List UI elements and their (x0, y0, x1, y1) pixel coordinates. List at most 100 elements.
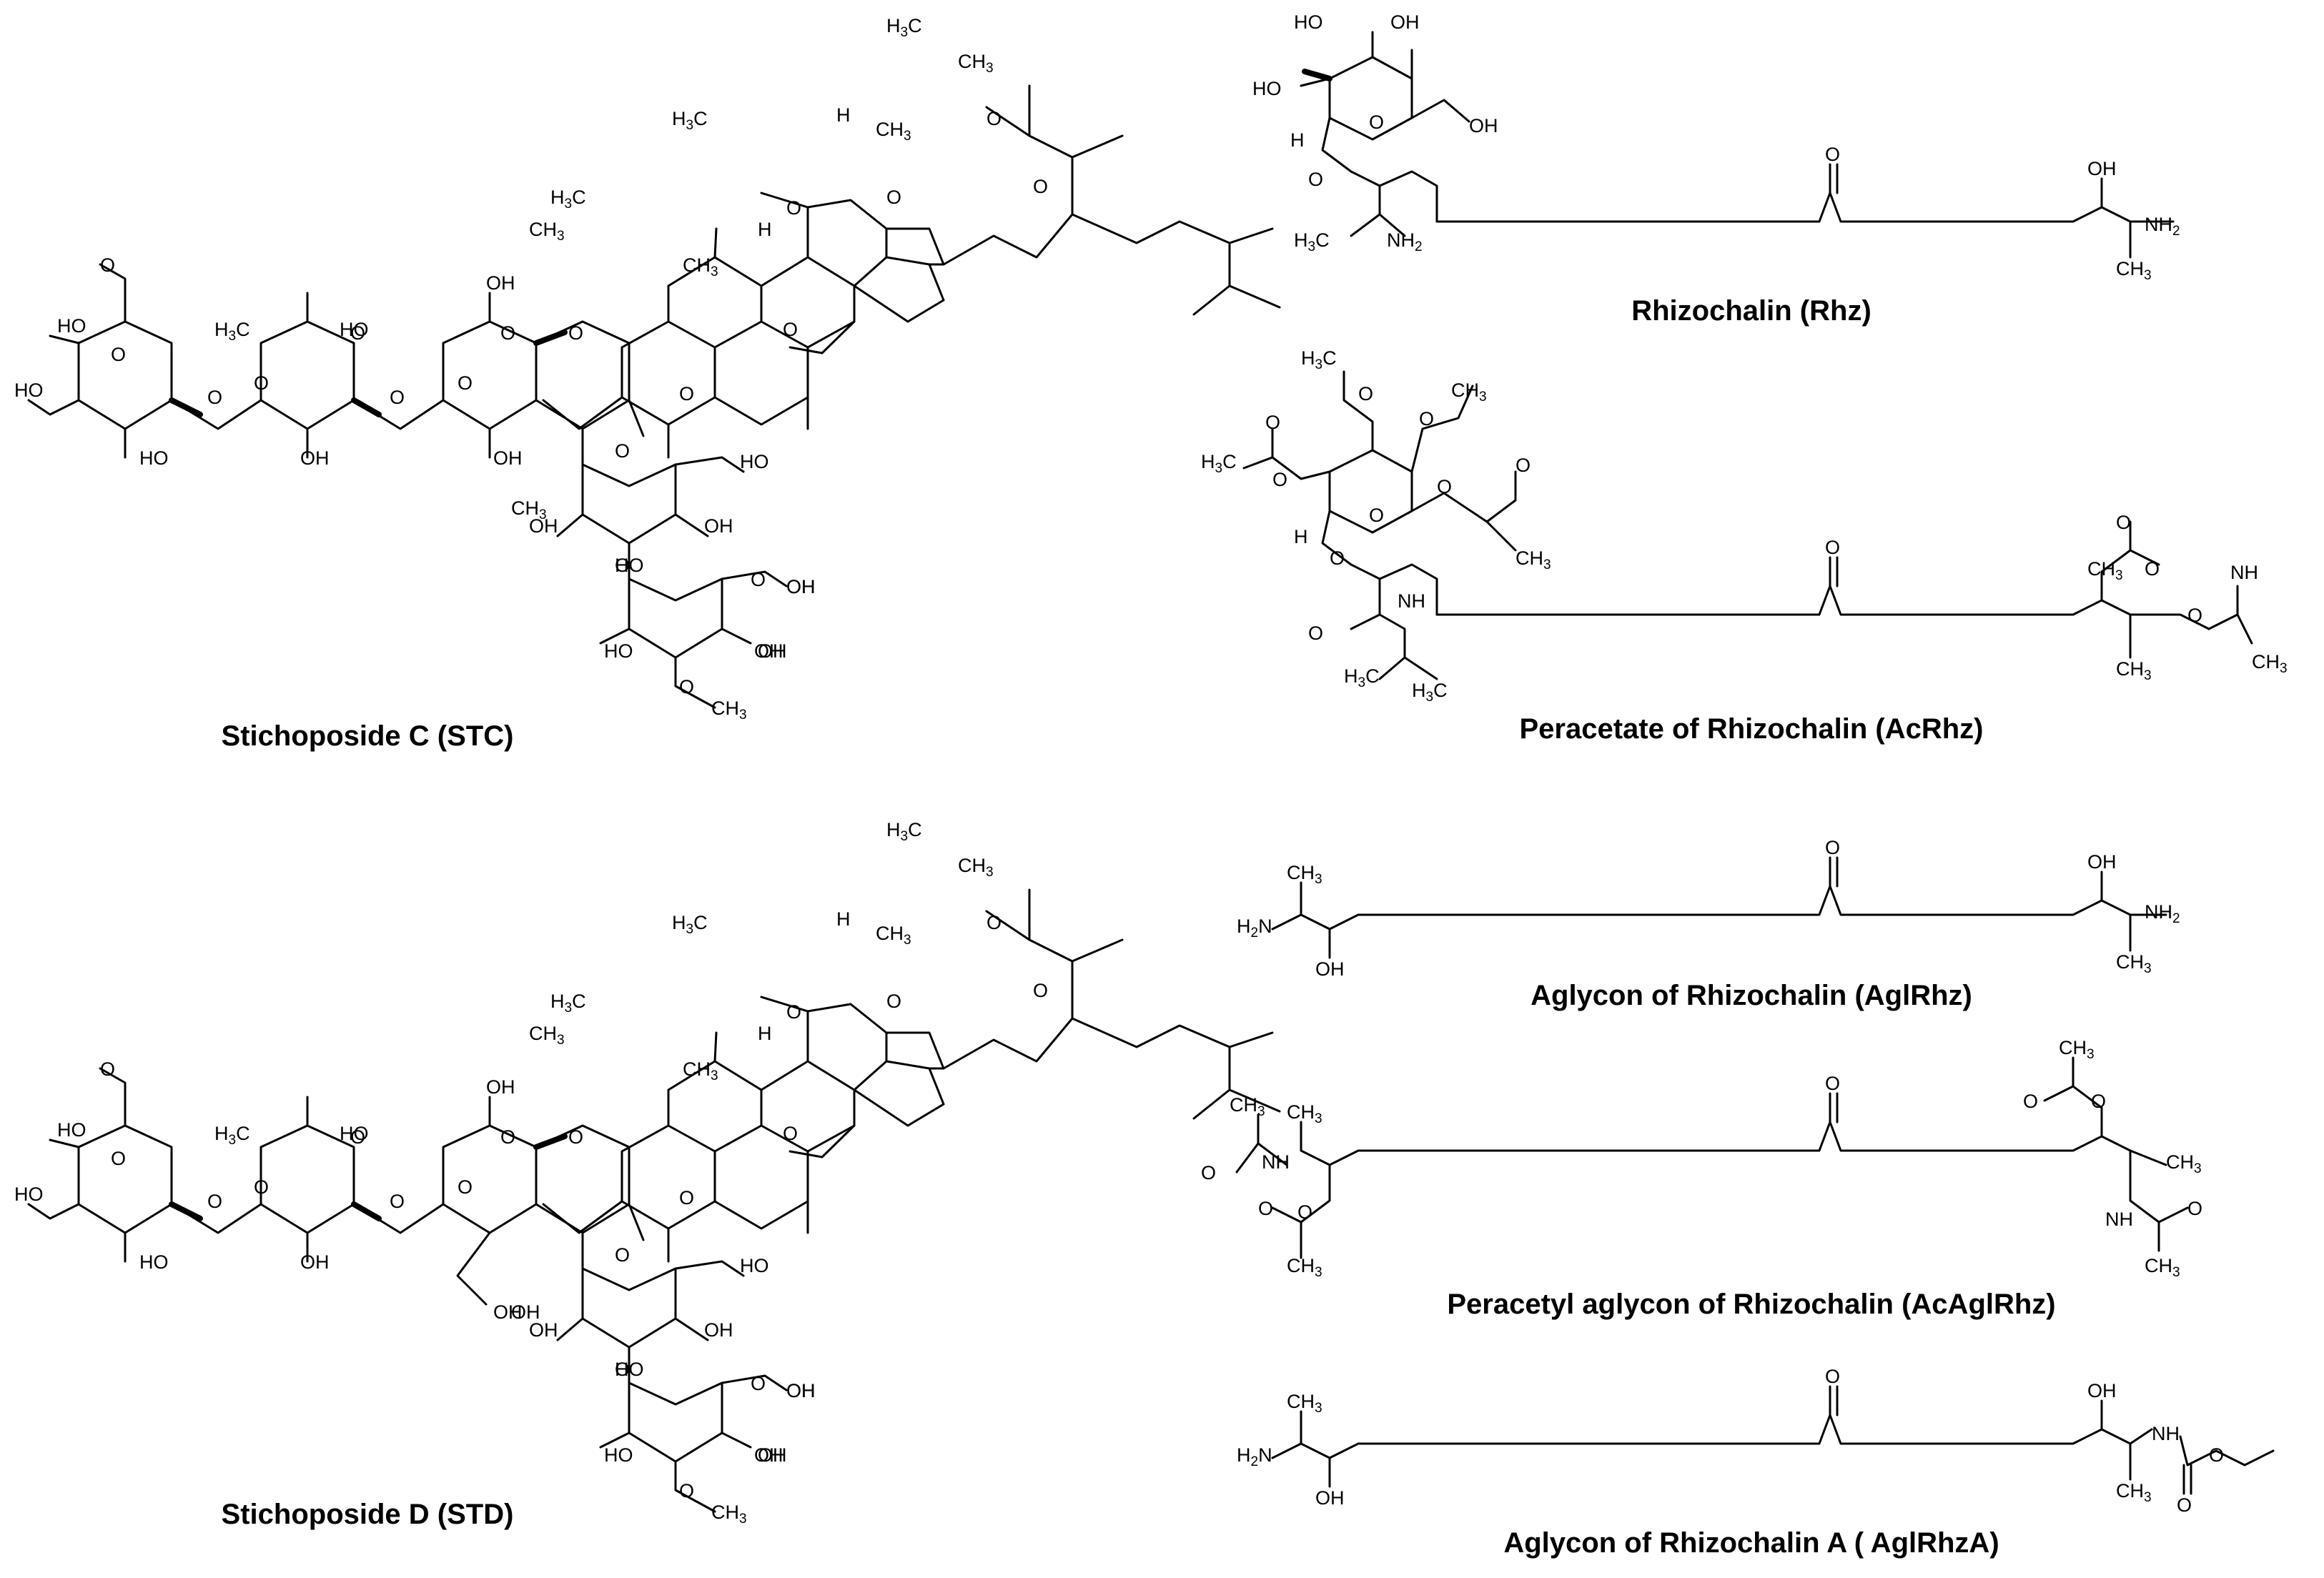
atom-label: O (679, 1480, 694, 1502)
atom-label: NH2 (2145, 901, 2180, 926)
atom-label: CH3 (511, 497, 547, 522)
atom-label: O (886, 187, 901, 208)
atom-label: OH (2087, 158, 2117, 179)
atom-label: OH (786, 576, 816, 597)
caption: Peracetate of Rhizochalin (AcRhz) (1519, 713, 1983, 745)
atom-label: O (2116, 512, 2131, 533)
caption: Aglycon of Rhizochalin A ( AglRhzA) (1503, 1527, 1999, 1559)
caption: Aglycon of Rhizochalin (AglRhz) (1531, 980, 1972, 1011)
atom-label: O (111, 344, 126, 365)
atom-label: O (2091, 1091, 2106, 1112)
atom-label: O (350, 322, 365, 344)
atom-label: CH3 (711, 1502, 747, 1527)
atom-label: HO (1252, 78, 1282, 99)
atom-label: H3C (1294, 229, 1330, 254)
atom-label: HO (604, 1444, 633, 1466)
stichoposide-c-structure: H3C CH3 H CH3 H3C H3C CH3 CH3 H O O O O … (14, 15, 1281, 752)
atom-label: H3C (886, 819, 922, 844)
atom-label: O (458, 1176, 473, 1198)
atom-label: H3C (1412, 680, 1448, 705)
atom-label: OH (511, 1301, 540, 1323)
atom-label: O (1419, 408, 1434, 430)
peracetyl-aglycon-rhizochalin-structure: CH3 CH3 O NH O O CH3 O CH3 O O CH3 NH O … (1201, 1037, 2202, 1320)
atom-label: O (568, 1126, 583, 1148)
caption: Stichoposide C (STC) (222, 720, 514, 752)
rhizochalin-bonds (1300, 31, 2175, 259)
atom-label: HO (740, 451, 769, 472)
atom-label: OH (1315, 958, 1345, 980)
atom-label: O (679, 676, 694, 698)
atom-label: HO (57, 315, 86, 337)
atom-label: CH3 (2116, 258, 2152, 283)
atom-label: O (1825, 144, 1840, 165)
atom-label: H (758, 1023, 772, 1044)
atom-label: O (1265, 412, 1280, 433)
atom-label: O (786, 1001, 801, 1023)
atom-label: O (111, 1148, 126, 1169)
atom-label: O (615, 1244, 630, 1266)
atom-label: H2N (1237, 1444, 1272, 1469)
atom-label: CH3 (2166, 1151, 2202, 1176)
atom-label: O (207, 387, 222, 408)
atom-label: NH (1398, 590, 1425, 612)
atom-label: H3C (550, 991, 586, 1016)
atom-label: CH3 (2145, 1255, 2180, 1280)
peracetate-rhizochalin-structure: H3C CH3 O O H3C O O O O CH3 H O O O H3C … (1201, 347, 2288, 745)
atom-label: OH (758, 1444, 787, 1466)
atom-label: H3C (1301, 347, 1337, 372)
atom-label: O (2187, 605, 2202, 626)
atom-label: HO (340, 319, 369, 340)
atom-label: OH (486, 272, 515, 294)
atom-label: OH (704, 1319, 733, 1341)
atom-label: O (2177, 1494, 2192, 1516)
atom-label: OH (300, 1251, 330, 1273)
atom-label: O (1272, 469, 1287, 490)
atom-label: OH (493, 1301, 523, 1323)
atom-label: O (886, 991, 901, 1012)
atom-label: O (1825, 1366, 1840, 1387)
atom-label: NH (2105, 1209, 2133, 1230)
atom-label: O (1825, 1073, 1840, 1094)
atom-label: CH3 (1287, 862, 1322, 887)
atom-label: CH3 (2116, 658, 2152, 683)
atom-label: O (458, 372, 473, 394)
atom-label: H (1294, 526, 1308, 547)
atom-label: O (1033, 980, 1048, 1001)
atom-label: OH (754, 1444, 783, 1466)
aglycon-rhizochalin-a-atom-labels: CH3 H2N OH O OH NH O CH3 O (1237, 1366, 2224, 1516)
atom-label: O (1308, 169, 1323, 190)
atom-label: O (2209, 1444, 2224, 1466)
atom-label: O (679, 383, 694, 405)
atom-label: O (1825, 837, 1840, 858)
atom-label: CH3 (1287, 1101, 1322, 1126)
atom-label: NH2 (2145, 214, 2180, 239)
atom-label: OH (493, 447, 523, 469)
atom-label: H3C (1201, 451, 1237, 476)
stichoposide-c-atom-labels: H3C CH3 H CH3 H3C H3C CH3 CH3 H O O O O … (14, 15, 1048, 723)
atom-label: CH3 (711, 698, 747, 723)
atom-label: OH (704, 515, 733, 537)
atom-label: H3C (214, 1123, 250, 1148)
atom-label: OH (786, 576, 816, 597)
atom-label: O (1297, 1201, 1312, 1223)
atom-label: CH3 (1515, 547, 1551, 572)
atom-label: OH (2087, 1380, 2117, 1401)
atom-label: O (2145, 558, 2160, 580)
atom-label: O (390, 1191, 405, 1212)
atom-label: O (783, 1123, 798, 1144)
atom-label: O (1258, 1198, 1273, 1219)
atom-label: O (786, 197, 801, 219)
atom-label: OH (529, 515, 558, 537)
atom-label: O (500, 322, 515, 344)
atom-label: HO (139, 447, 169, 469)
atom-label: HO (340, 1123, 369, 1144)
atom-label: O (254, 372, 269, 394)
atom-label: O (568, 322, 583, 344)
atom-label: O (1201, 1162, 1216, 1184)
atom-label: HO (14, 1184, 44, 1205)
atom-label: CH3 (958, 51, 994, 76)
atom-label: HO (604, 640, 633, 662)
atom-label: CH3 (683, 1058, 718, 1083)
atom-label: CH3 (2116, 1480, 2152, 1505)
atom-label: OH (2087, 851, 2117, 873)
